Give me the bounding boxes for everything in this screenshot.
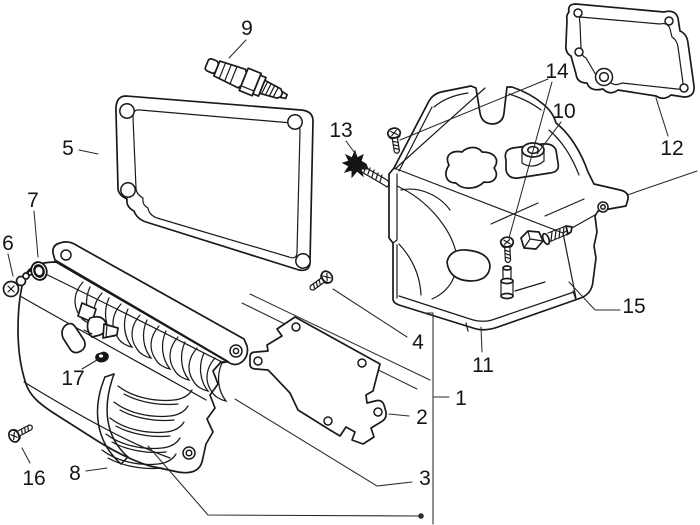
callout-8: 8	[69, 462, 81, 485]
callout-1: 1	[455, 387, 467, 410]
breather-fitting	[61, 302, 119, 354]
callout-5: 5	[62, 137, 74, 160]
callout-3: 3	[419, 467, 431, 490]
leader-lines	[7, 39, 669, 525]
callout-14: 14	[545, 60, 569, 83]
kit-bracket	[422, 312, 450, 525]
plate-screw	[305, 268, 336, 295]
callout-10: 10	[552, 100, 575, 123]
callout-13: 13	[329, 119, 352, 142]
head-cover-gasket-small	[565, 3, 695, 100]
flange-bolt	[520, 225, 573, 250]
top-face-cutout	[445, 146, 498, 189]
callout-9: 9	[241, 17, 253, 40]
callout-15: 15	[622, 295, 645, 318]
callout-17: 17	[61, 367, 84, 390]
callout-11: 11	[472, 354, 494, 377]
front-face-cutout	[446, 249, 491, 282]
inner-cover-plate	[249, 316, 387, 445]
callout-7: 7	[27, 189, 39, 212]
oil-filler-boss	[504, 142, 560, 179]
cylinder-head	[17, 241, 249, 474]
callout-16: 16	[22, 467, 45, 490]
head-flange-strip	[52, 241, 249, 366]
cylinder-head-cover	[388, 85, 629, 332]
rubber-grommet	[30, 261, 48, 281]
spacer-sleeve	[500, 265, 514, 300]
callout-2: 2	[416, 406, 428, 429]
callout-6: 6	[2, 232, 14, 255]
breather-hose	[96, 373, 129, 465]
callout-labels: 9 5 13 14 10 12 7 6 17 16 8 4 1 2 3 11 1…	[2, 17, 684, 490]
cover-screw-upper	[386, 126, 405, 156]
callout-4: 4	[412, 331, 424, 354]
hose-clip	[95, 350, 109, 363]
lower-screw	[5, 419, 36, 445]
stud-star-washer	[341, 149, 390, 188]
head-cover-gasket-large	[115, 95, 314, 272]
callout-12: 12	[660, 137, 683, 160]
spark-plug	[204, 57, 288, 100]
